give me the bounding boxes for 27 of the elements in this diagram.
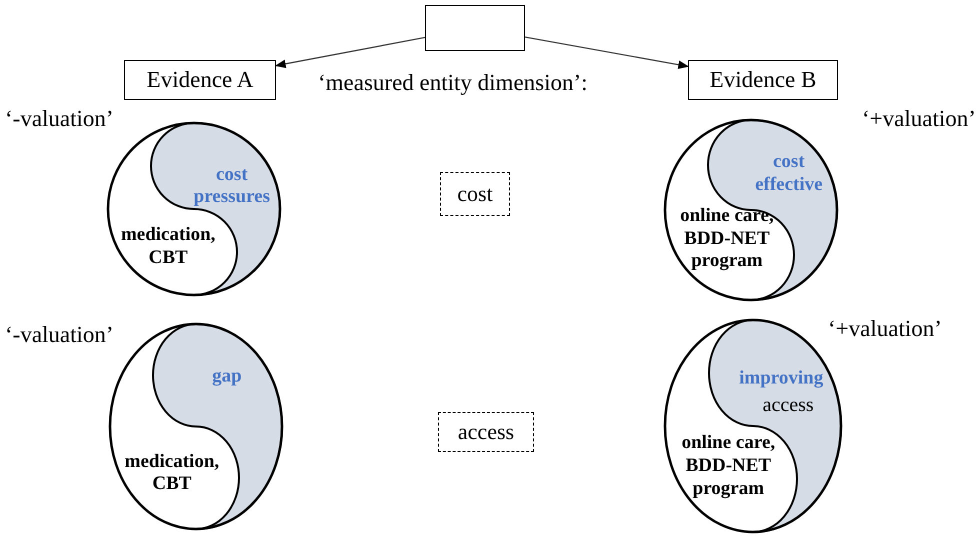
arrow xyxy=(524,36,690,69)
circle-label: gap xyxy=(211,366,243,389)
box-label: cost xyxy=(457,181,493,207)
yin-yang-circle xyxy=(110,324,282,529)
source-box xyxy=(688,60,838,100)
yin-yang-circle xyxy=(665,120,837,300)
source-box xyxy=(124,60,276,100)
valuation-label: ‘+valuation’ xyxy=(862,106,976,132)
source-box xyxy=(425,5,525,51)
dimension-box xyxy=(440,172,510,216)
circle-label: medication, CBT xyxy=(124,450,220,496)
valuation-label: ‘-valuation’ xyxy=(5,106,114,132)
circle-label: medication, CBT xyxy=(120,224,216,270)
circle-label: cost effective xyxy=(754,151,824,197)
circle-label: cost pressures xyxy=(192,164,272,210)
box-label: Evidence B xyxy=(710,67,816,93)
circle-label: online care, BDD-NET program xyxy=(679,204,775,273)
box-label: Evidence A xyxy=(146,67,254,93)
box-label: access xyxy=(458,419,514,445)
arrow xyxy=(274,36,426,68)
circle-label: improving xyxy=(738,368,824,391)
valuation-label: ‘-valuation’ xyxy=(5,322,114,348)
dimension-box xyxy=(438,412,534,452)
circle-label: online care, BDD-NET program xyxy=(680,432,776,500)
valuation-label: ‘+valuation’ xyxy=(828,316,942,342)
circle-label: access xyxy=(762,392,815,417)
dimension-heading: ‘measured entity dimension’: xyxy=(318,70,588,96)
